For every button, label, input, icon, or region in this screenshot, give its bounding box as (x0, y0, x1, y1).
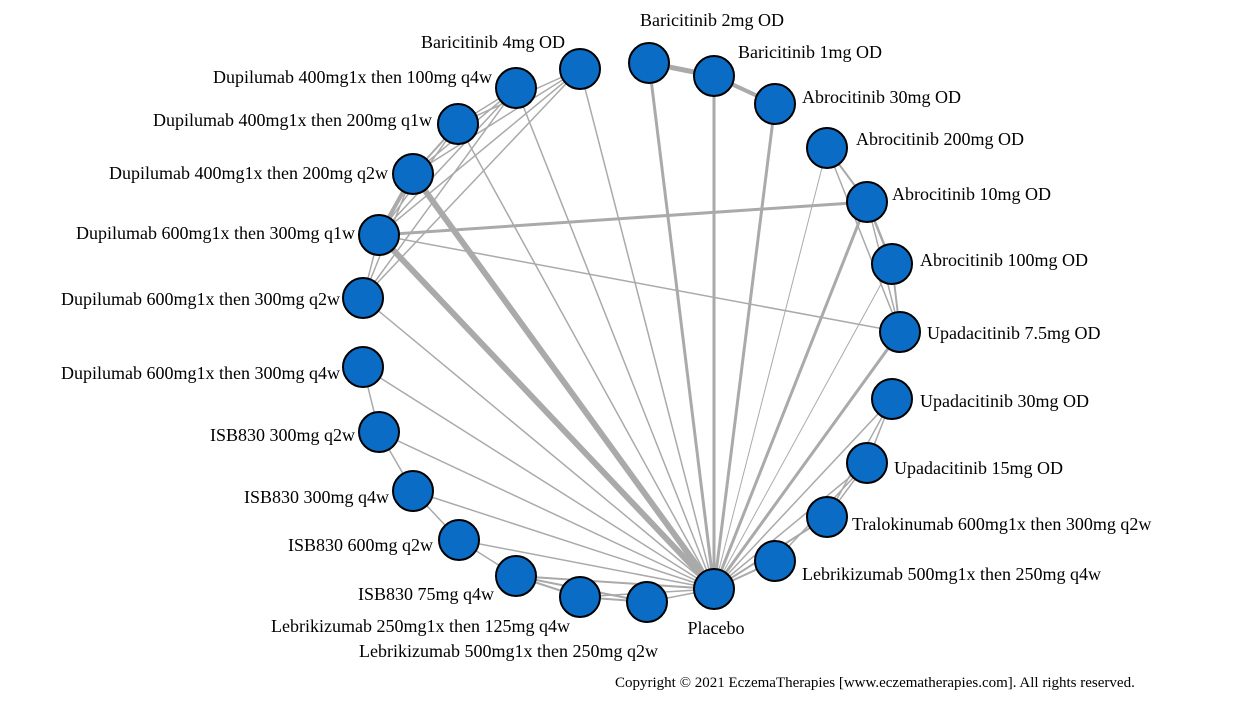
edge-placebo-isb300q2 (378, 431, 715, 590)
edge-placebo-dupi600q2 (362, 297, 715, 590)
node-isb300q4 (392, 470, 434, 512)
edge-placebo-abro200 (713, 147, 828, 590)
edge-placebo-upa30 (713, 398, 893, 590)
node-upa75 (879, 311, 921, 353)
node-label-bari2: Baricitinib 2mg OD (640, 10, 784, 30)
node-lebri500q4 (754, 540, 796, 582)
node-label-dupi600q1: Dupilumab 600mg1x then 300mg q1w (76, 223, 355, 243)
node-abro10 (846, 181, 888, 223)
edge-placebo-dupi600q1 (376, 232, 717, 592)
node-label-upa30: Upadacitinib 30mg OD (920, 391, 1089, 411)
node-lebri500q2 (626, 581, 668, 623)
edge-placebo-dupi600q4 (362, 366, 715, 590)
node-label-dupi600q4: Dupilumab 600mg1x then 300mg q4w (61, 363, 340, 383)
node-label-isb300q2: ISB830 300mg q2w (210, 425, 355, 445)
edge-dupi600q1-upa75 (378, 234, 901, 333)
node-label-dupi400q2: Dupilumab 400mg1x then 200mg q2w (109, 163, 388, 183)
node-label-upa15: Upadacitinib 15mg OD (894, 458, 1063, 478)
node-dupi600q2 (342, 277, 384, 319)
node-label-abro200: Abrocitinib 200mg OD (856, 129, 1024, 149)
edge-abro200-upa75 (826, 147, 901, 333)
edge-dupi400q2-bari4 (412, 68, 581, 175)
node-lebri250 (559, 576, 601, 618)
edge-dupi600q2-bari4 (362, 68, 581, 299)
node-label-lebri500q2: Lebrikizumab 500mg1x then 250mg q2w (359, 641, 658, 661)
node-label-bari4: Baricitinib 4mg OD (421, 32, 565, 52)
node-abro30 (754, 83, 796, 125)
node-label-tralo: Tralokinumab 600mg1x then 300mg q2w (852, 514, 1151, 534)
node-dupi400q2 (392, 153, 434, 195)
node-dupi600q1 (358, 214, 400, 256)
node-label-isb600: ISB830 600mg q2w (288, 535, 433, 555)
label-layer: Baricitinib 2mg OD Baricitinib 1mg OD Abro… (61, 10, 1151, 661)
node-label-dupi400q4: Dupilumab 400mg1x then 100mg q4w (213, 67, 492, 87)
node-abro100 (871, 243, 913, 285)
node-dupi600q4 (342, 346, 384, 388)
node-label-abro10: Abrocitinib 10mg OD (892, 184, 1051, 204)
edge-dupi600q1-bari4 (378, 68, 581, 236)
edge-placebo-upa15 (713, 462, 868, 590)
edge-dupi600q1-dupi400q4 (378, 87, 517, 236)
edge-placebo-dupi400q1 (457, 123, 715, 590)
node-label-abro100: Abrocitinib 100mg OD (920, 250, 1088, 270)
node-bari4 (559, 48, 601, 90)
node-label-bari1: Baricitinib 1mg OD (738, 42, 882, 62)
edge-placebo-bari4 (579, 68, 715, 590)
edge-placebo-upa75 (712, 331, 902, 590)
edge-placebo-dupi400q4 (515, 87, 715, 590)
node-label-placebo: Placebo (688, 618, 745, 638)
node-bari2 (628, 42, 670, 84)
node-placebo (693, 568, 735, 610)
edge-placebo-bari2 (647, 62, 716, 590)
node-bari1 (693, 55, 735, 97)
node-dupi400q1 (437, 103, 479, 145)
node-label-upa75: Upadacitinib 7.5mg OD (927, 323, 1100, 343)
node-tralo (806, 496, 848, 538)
node-layer (342, 42, 921, 623)
node-label-lebri500q4: Lebrikizumab 500mg1x then 250mg q4w (802, 564, 1101, 584)
node-label-isb75: ISB830 75mg q4w (358, 584, 494, 604)
node-label-abro30: Abrocitinib 30mg OD (802, 87, 961, 107)
edge-dupi600q2-dupi400q4 (362, 87, 517, 299)
edge-placebo-dupi400q2 (410, 172, 717, 591)
edge-isb75-placebo (515, 575, 715, 590)
node-label-lebri250: Lebrikizumab 250mg1x then 125mg q4w (271, 616, 570, 636)
node-isb75 (495, 555, 537, 597)
node-isb300q2 (358, 411, 400, 453)
node-label-dupi600q2: Dupilumab 600mg1x then 300mg q2w (61, 289, 340, 309)
edge-placebo-abro10 (712, 201, 869, 590)
edge-placebo-isb300q4 (412, 490, 715, 590)
node-abro200 (806, 127, 848, 169)
copyright-notice: Copyright © 2021 EczemaTherapies [www.ec… (615, 675, 1135, 691)
node-upa15 (846, 442, 888, 484)
edge-placebo-isb600 (458, 539, 715, 590)
edge-placebo-abro100 (713, 263, 893, 590)
node-upa30 (871, 378, 913, 420)
edge-dupi600q1-abro10 (378, 200, 868, 237)
node-label-dupi400q1: Dupilumab 400mg1x then 200mg q1w (153, 110, 432, 130)
node-dupi400q4 (495, 67, 537, 109)
node-label-isb300q4: ISB830 300mg q4w (244, 487, 389, 507)
edge-placebo-abro30 (712, 103, 777, 590)
node-isb600 (438, 519, 480, 561)
